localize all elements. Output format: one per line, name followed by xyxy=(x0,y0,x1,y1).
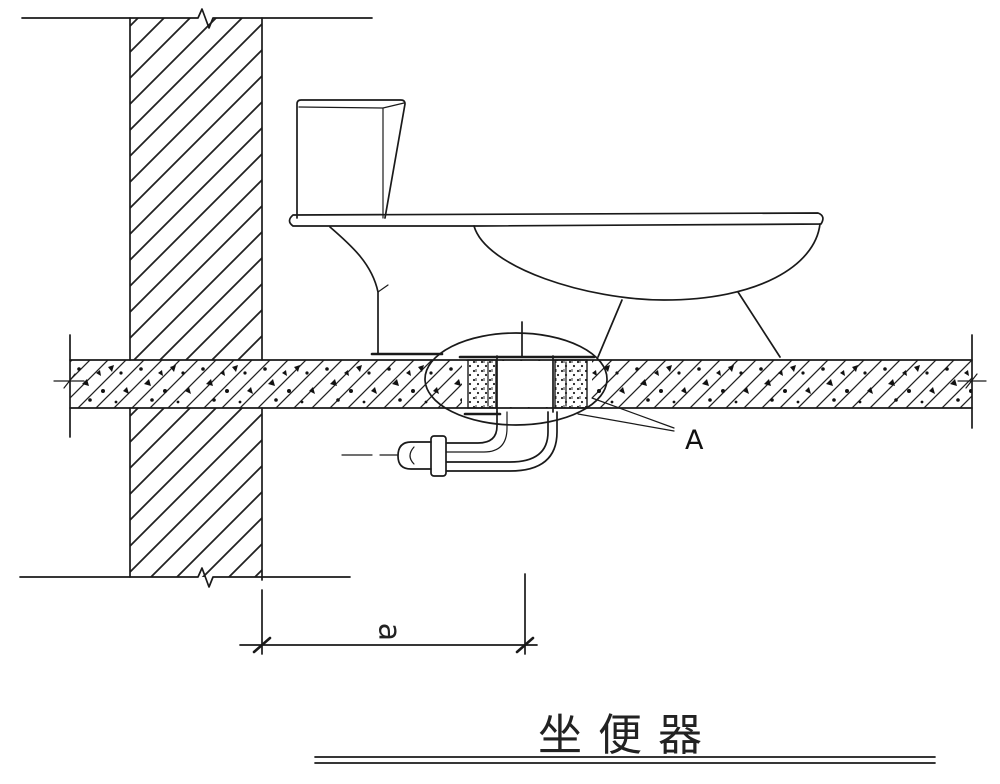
toilet-body-step xyxy=(377,284,389,293)
slab-right-end-mark xyxy=(957,373,987,389)
bend-pipe-bottom-wall xyxy=(445,411,558,472)
slab-left-end-mark xyxy=(53,373,85,389)
pipe-end-cap xyxy=(397,441,432,470)
title-text: 坐便器 xyxy=(538,710,718,761)
dimension-extension-lines xyxy=(261,573,526,655)
toilet-pedestal-left xyxy=(597,299,623,358)
drain-pipe-assembly xyxy=(341,321,596,477)
toilet xyxy=(288,99,824,358)
pipe-coupling xyxy=(430,435,447,477)
toilet-tank-outline xyxy=(296,99,406,219)
wall-bottom-break-line xyxy=(19,567,351,588)
slab-outline xyxy=(69,359,973,409)
toilet-tank-edges xyxy=(298,102,405,219)
toilet-pedestal-right xyxy=(737,291,781,358)
wall-lower-hatch xyxy=(130,408,262,577)
callout-a: A xyxy=(577,397,704,456)
right-sleeve-filler xyxy=(554,359,588,409)
toilet-seat-rim xyxy=(288,212,824,227)
drawing-title: 坐便器 xyxy=(314,710,936,764)
callout-leader-lines xyxy=(577,397,675,432)
bend-pipe-inner-line xyxy=(445,411,508,453)
dimension-ticks xyxy=(252,636,535,654)
detail-ellipse xyxy=(424,332,608,426)
dimension-label: a xyxy=(372,623,407,641)
wall-upper-hatch xyxy=(130,18,262,360)
bend-pipe-inner-wall xyxy=(445,411,549,463)
vertical-drain-pipe xyxy=(496,355,554,413)
wall-top-break-line xyxy=(21,8,373,29)
sleeve-inner-lines xyxy=(487,361,567,407)
toilet-trapway-body xyxy=(329,226,379,354)
wall-edges xyxy=(129,17,263,581)
callout-label: A xyxy=(685,425,704,456)
dimension-a: a xyxy=(239,573,538,655)
wall xyxy=(19,8,373,588)
pipe-end-cap-detail xyxy=(409,446,415,465)
toilet-bowl xyxy=(473,223,821,301)
bend-pipe-top-wall xyxy=(445,411,498,444)
left-sleeve-filler xyxy=(467,359,497,409)
